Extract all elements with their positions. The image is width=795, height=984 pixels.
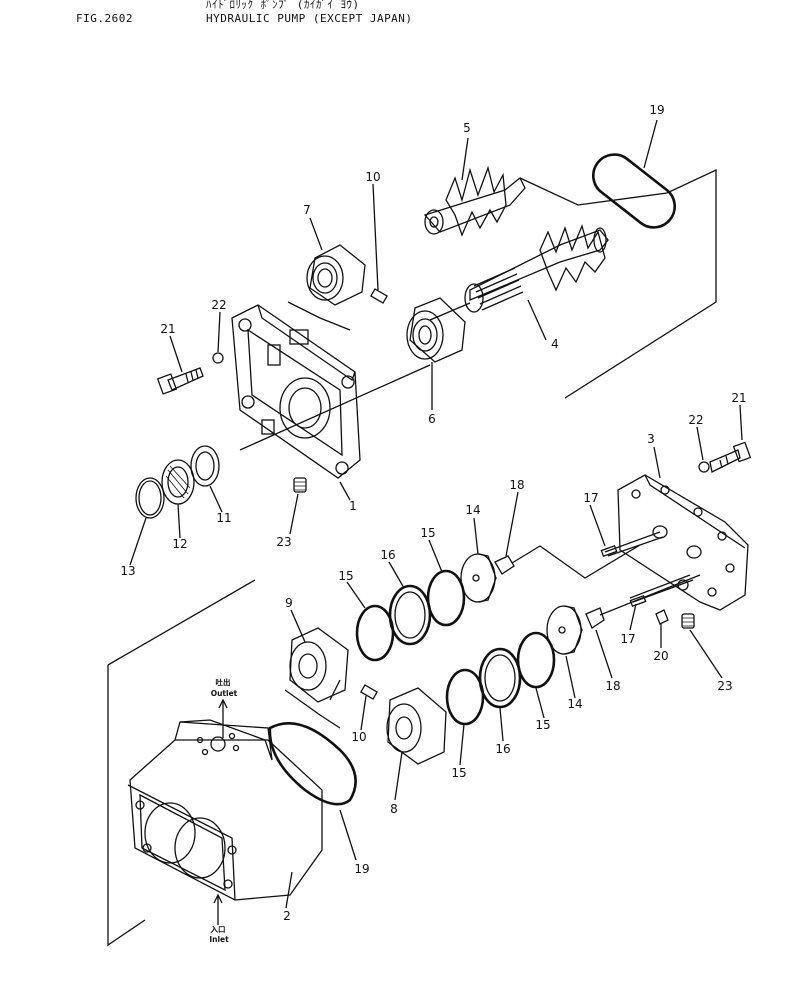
driven-gear	[423, 165, 526, 237]
callout-3: 3	[647, 432, 655, 446]
front-cover	[231, 304, 361, 479]
japanese-title: ﾊｲﾄﾞﾛﾘｯｸ ﾎﾟﾝﾌﾟ (ｶｲｶﾞｲ ﾖｳ)	[206, 0, 360, 11]
bushing-9	[289, 627, 349, 703]
callout-15-b: 15	[338, 569, 353, 583]
callout-7: 7	[303, 203, 311, 217]
callout-14-b: 14	[567, 697, 582, 711]
callout-16-a: 16	[380, 548, 395, 562]
callout-21-b: 21	[731, 391, 746, 405]
callout-17-a: 17	[583, 491, 598, 505]
leader-lines	[129, 119, 743, 909]
callout-9: 9	[285, 596, 293, 610]
outlet-label: Outlet	[211, 689, 238, 698]
callout-20: 20	[653, 649, 668, 663]
callout-22-b: 22	[688, 413, 703, 427]
callout-5: 5	[463, 121, 471, 135]
rings-lower	[445, 631, 556, 726]
inlet-label-jp: 入口	[210, 925, 226, 934]
assembly-lines	[107, 168, 717, 947]
callout-15-c: 15	[451, 766, 466, 780]
rear-cover	[604, 474, 749, 611]
o-ring-lower	[268, 721, 357, 806]
pump-body	[127, 719, 323, 901]
callout-14-a: 14	[465, 503, 480, 517]
callout-18-a: 18	[509, 478, 524, 492]
callout-10-a: 10	[365, 170, 380, 184]
callout-4: 4	[551, 337, 559, 351]
callouts: 1 2 3 4 5 6 7 8 9 10 10 11 12 13 14 14 1…	[120, 103, 746, 923]
callout-18-b: 18	[605, 679, 620, 693]
callout-23-b: 23	[717, 679, 732, 693]
callout-23-a: 23	[276, 535, 291, 549]
bushing-8	[386, 687, 447, 765]
callout-11: 11	[216, 511, 231, 525]
outlet-label-jp: 吐出	[216, 677, 231, 687]
callout-13: 13	[120, 564, 135, 578]
callout-12: 12	[172, 537, 187, 551]
dowel-pin-upper	[370, 288, 388, 304]
drive-gear-shaft	[464, 224, 609, 313]
callout-21-a: 21	[160, 322, 175, 336]
callout-16-b: 16	[495, 742, 510, 756]
outlet-arrow	[218, 698, 228, 738]
callout-1: 1	[349, 499, 357, 513]
callout-10-b: 10	[351, 730, 366, 744]
callout-22-a: 22	[211, 298, 226, 312]
callout-15-a: 15	[420, 526, 435, 540]
inlet-label: Inlet	[209, 935, 229, 944]
side-plate-lower	[546, 605, 605, 655]
seal-group	[135, 445, 220, 519]
bolt-upper	[156, 352, 224, 395]
callout-8: 8	[390, 802, 398, 816]
plug-upper	[293, 477, 307, 493]
callout-15-d: 15	[535, 718, 550, 732]
bushing-lower	[406, 297, 466, 363]
side-plate-upper	[460, 553, 515, 603]
rear-small-parts	[600, 544, 695, 629]
callout-2: 2	[283, 909, 291, 923]
bolt-lower	[698, 441, 752, 473]
inlet-arrow	[213, 893, 223, 925]
callout-19-b: 19	[354, 862, 369, 876]
o-ring-upper	[591, 153, 677, 229]
callout-19-a: 19	[649, 103, 664, 117]
page-title: HYDRAULIC PUMP (EXCEPT JAPAN)	[206, 12, 413, 25]
bushing-upper	[306, 244, 366, 306]
callout-6: 6	[428, 412, 436, 426]
callout-17-b: 17	[620, 632, 635, 646]
figure-number: FIG.2602	[76, 12, 133, 25]
rings-upper	[355, 569, 466, 662]
dowel-pin-lower	[360, 684, 378, 700]
